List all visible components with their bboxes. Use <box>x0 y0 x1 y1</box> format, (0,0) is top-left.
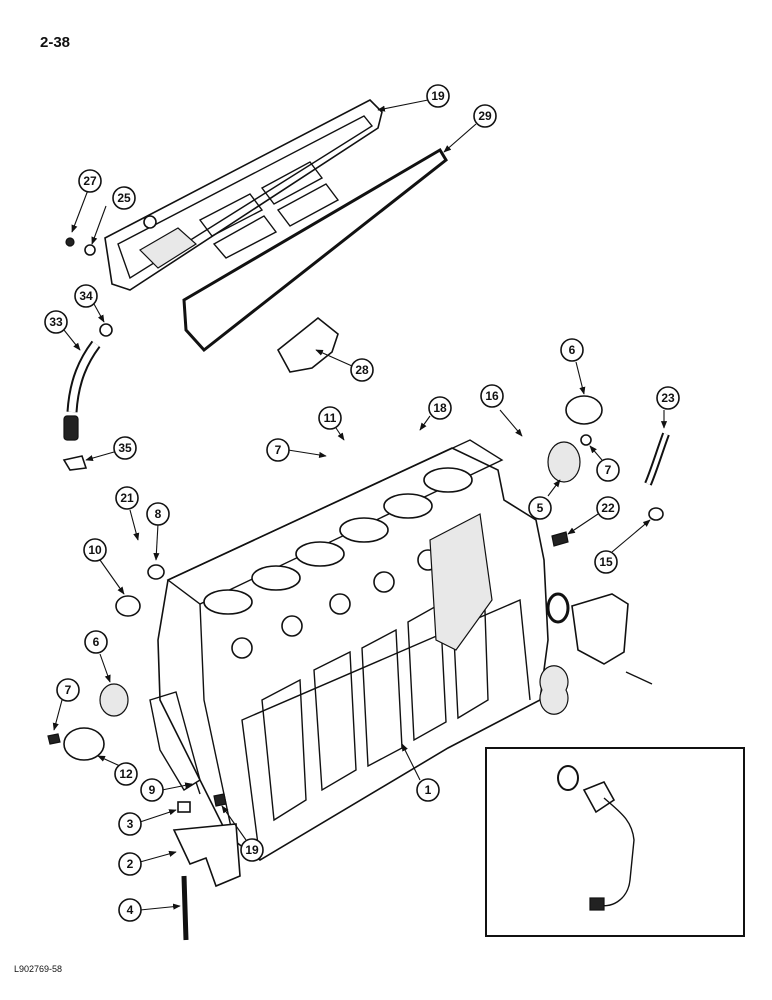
svg-text:7: 7 <box>65 683 72 697</box>
svg-text:35: 35 <box>118 441 132 455</box>
svg-text:5: 5 <box>537 501 544 515</box>
engine-block <box>149 439 549 861</box>
plug-8 <box>147 564 165 580</box>
svg-text:19: 19 <box>245 843 259 857</box>
svg-text:4: 4 <box>127 903 134 917</box>
svg-text:27: 27 <box>83 174 97 188</box>
bushing-6 <box>99 683 129 717</box>
callout-7-left: 7 <box>52 678 80 731</box>
callout-27: 19 <box>377 84 450 112</box>
callout-7-top: 7 <box>266 438 327 462</box>
callout-35: 35 <box>85 436 137 462</box>
svg-text:15: 15 <box>599 555 613 569</box>
callout-3: 3 <box>118 809 177 836</box>
svg-text:11: 11 <box>324 411 337 425</box>
svg-text:22: 22 <box>601 501 615 515</box>
callout-12: 12 <box>97 755 138 786</box>
svg-text:7: 7 <box>605 463 612 477</box>
expansion-plug <box>565 395 603 425</box>
callout-26: 27 <box>71 169 102 233</box>
pipe-plug <box>551 531 569 547</box>
rocker-cover <box>104 99 383 291</box>
svg-text:16: 16 <box>485 389 499 403</box>
callout-4: 4 <box>118 898 181 922</box>
svg-text:3: 3 <box>127 817 134 831</box>
svg-text:28: 28 <box>355 363 369 377</box>
breather-hose <box>62 323 113 471</box>
svg-text:10: 10 <box>88 543 102 557</box>
plug-3 <box>177 801 191 813</box>
callout-25: 25 <box>91 186 136 245</box>
svg-text:19: 19 <box>431 89 445 103</box>
svg-text:2: 2 <box>127 857 134 871</box>
callout-6-left: 6 <box>84 630 111 683</box>
svg-text:18: 18 <box>433 401 447 415</box>
svg-text:23: 23 <box>661 391 675 405</box>
svg-text:29: 29 <box>478 109 492 123</box>
callout-6-top: 6 <box>560 338 586 395</box>
callout-19: 19 <box>221 805 264 862</box>
water-outlet <box>571 593 629 665</box>
svg-text:1: 1 <box>425 783 432 797</box>
plug-19 <box>213 793 227 807</box>
main-bearing-cap <box>172 823 241 888</box>
plug-10 <box>115 595 141 617</box>
svg-text:6: 6 <box>93 635 100 649</box>
callout-layer: 19 29 27 25 34 33 28 35 <box>44 84 680 922</box>
cam-bushing <box>547 441 581 483</box>
callout-8: 8 <box>146 502 170 561</box>
callout-7-right: 7 <box>589 445 620 482</box>
svg-text:9: 9 <box>149 783 156 797</box>
callout-23: 23 <box>656 386 680 429</box>
callout-28: 28 <box>315 349 374 382</box>
plug-12 <box>63 727 105 761</box>
svg-text:7: 7 <box>275 443 282 457</box>
callout-1: 1 <box>401 743 440 802</box>
rocker-cover-gasket <box>182 147 448 353</box>
small-plug <box>580 434 592 446</box>
svg-text:34: 34 <box>79 289 93 303</box>
svg-text:8: 8 <box>155 507 162 521</box>
svg-text:21: 21 <box>120 491 134 505</box>
rear-seal <box>539 665 569 715</box>
svg-text:25: 25 <box>117 191 131 205</box>
block-heater-inset <box>485 747 745 937</box>
svg-text:33: 33 <box>49 315 63 329</box>
callout-21: 21 <box>115 486 140 541</box>
callout-15: 15 <box>594 519 651 574</box>
callout-29: 29 <box>443 104 497 153</box>
callout-34: 34 <box>74 284 105 323</box>
callout-10: 10 <box>83 538 125 595</box>
callout-9: 9 <box>140 778 193 802</box>
cap-screw <box>625 671 653 685</box>
callout-33: 33 <box>44 310 81 351</box>
dowel-9 <box>195 781 201 795</box>
callout-22: 22 <box>567 496 620 535</box>
callout-16: 16 <box>480 384 523 437</box>
callout-18: 18 <box>419 396 452 431</box>
svg-text:12: 12 <box>119 767 133 781</box>
callout-11: 11 <box>318 406 345 441</box>
seal-ring <box>648 507 664 521</box>
drawing-code: L902769-58 <box>14 964 63 974</box>
cap-bolt <box>181 875 189 941</box>
nut-7 <box>47 733 61 745</box>
callout-5: 5 <box>528 479 561 520</box>
cover-plate <box>276 316 339 373</box>
o-ring <box>546 592 570 624</box>
callout-2: 2 <box>118 850 177 876</box>
page-number: 2-38 <box>40 34 71 51</box>
svg-text:6: 6 <box>569 343 576 357</box>
